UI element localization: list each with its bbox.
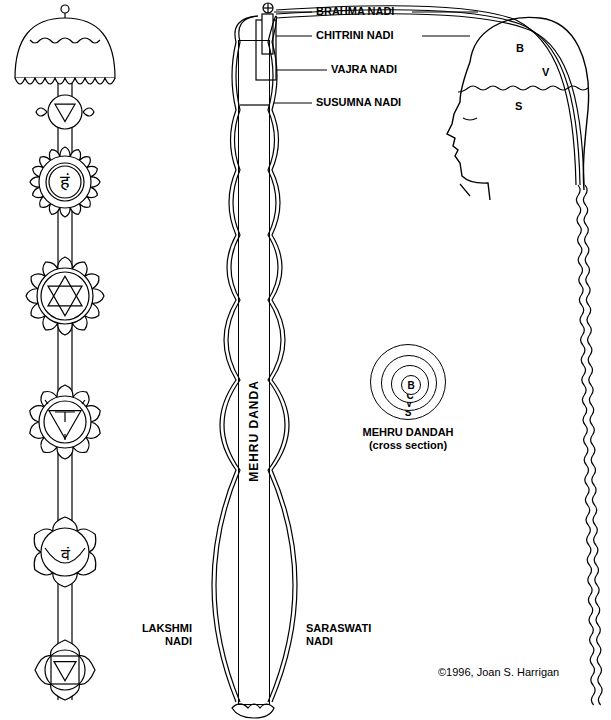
copyright-note: ©1996, Joan S. Harrigan xyxy=(438,666,559,679)
lotus-petals xyxy=(30,385,100,459)
stroke xyxy=(39,396,91,448)
part-label: LAKSHMI NADI xyxy=(130,622,192,647)
cross-section-ring: VCB xyxy=(381,355,437,411)
part-label: CHITRINI NADI xyxy=(316,29,394,42)
stroke xyxy=(64,13,65,18)
lotus-petals xyxy=(34,517,96,587)
cross-section-ring: SVCB xyxy=(370,344,446,420)
dome xyxy=(15,18,115,78)
part-label: B xyxy=(516,42,524,55)
stroke xyxy=(61,5,69,13)
stroke xyxy=(15,78,115,84)
stroke xyxy=(45,548,85,563)
chakra-bija: हं xyxy=(60,173,70,191)
saraswati-nadi xyxy=(272,16,297,702)
stroke xyxy=(41,528,89,576)
stroke xyxy=(44,401,86,443)
nadi-line xyxy=(276,6,576,185)
stroke xyxy=(45,400,85,440)
stroke xyxy=(37,268,93,324)
part-label: SARASWATI NADI xyxy=(306,622,386,647)
stroke xyxy=(48,286,82,316)
stroke xyxy=(41,272,89,320)
cross-section-ring: B xyxy=(401,375,421,395)
stroke xyxy=(48,95,82,129)
saraswati-nadi xyxy=(268,16,293,702)
nadi-line xyxy=(276,10,580,185)
part-label: S xyxy=(515,100,522,113)
lakshmi-nadi xyxy=(216,16,258,702)
lotus-petals xyxy=(30,147,100,217)
part-label: VAJRA NADI xyxy=(331,63,397,76)
headband xyxy=(458,86,588,92)
stroke xyxy=(55,412,75,422)
base-lotus xyxy=(232,704,274,718)
lotus-petals xyxy=(35,640,95,700)
part-label: MEHRU DANDAH (cross section) xyxy=(358,426,458,451)
drawing xyxy=(15,5,602,718)
part-label: SUSUMNA NADI xyxy=(316,96,401,109)
stroke xyxy=(46,163,84,201)
part-label: BRAHMA NADI xyxy=(316,5,394,18)
stroke xyxy=(51,656,79,684)
spine xyxy=(583,185,602,705)
ring-letter: B xyxy=(407,381,414,391)
lakshmi-nadi xyxy=(212,16,258,702)
mehru-danda-column: MEHRU DANDA xyxy=(238,40,270,705)
stroke xyxy=(48,276,82,306)
stroke xyxy=(55,104,75,121)
lotus-petals xyxy=(26,257,104,335)
part-label: V xyxy=(542,66,549,79)
stroke xyxy=(49,166,81,198)
stroke xyxy=(54,662,76,681)
stroke xyxy=(39,156,91,208)
column-label: MEHRU DANDA xyxy=(248,380,260,482)
chakra-bija: वं xyxy=(61,547,70,563)
nadi-line xyxy=(276,14,584,185)
cross-section-ring: CB xyxy=(391,365,429,403)
stroke xyxy=(45,650,85,690)
stroke xyxy=(30,38,100,43)
